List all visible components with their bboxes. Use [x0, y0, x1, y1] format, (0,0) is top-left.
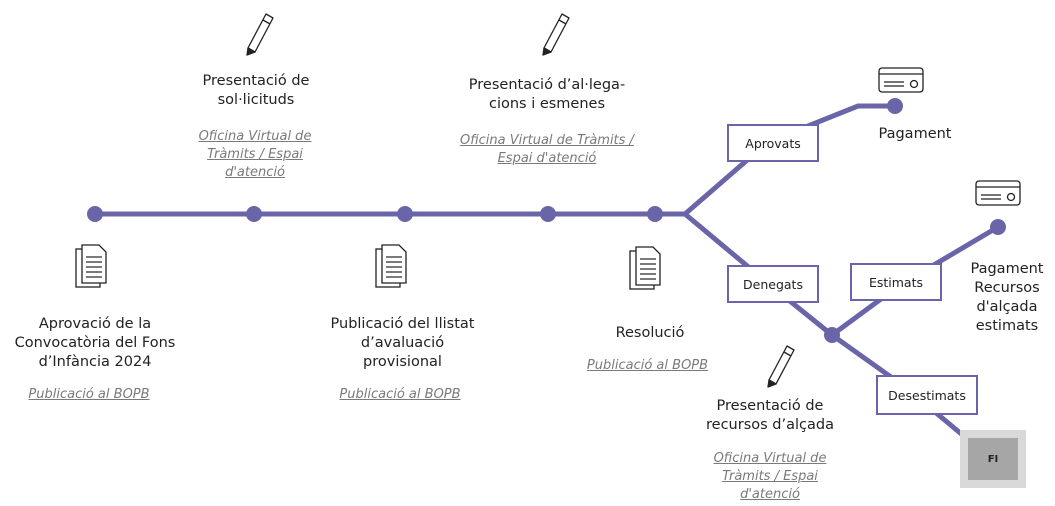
- step-allegacions-link[interactable]: Oficina Virtual de Tràmits / Espai d'ate…: [460, 133, 634, 166]
- node-publicacio: [397, 206, 413, 222]
- step-allegacions-title: Presentació d’al·lega-cions i esmenes: [468, 77, 626, 112]
- pencil-icon: [246, 13, 274, 56]
- document-icon: [75, 244, 107, 288]
- document-icon: [375, 244, 407, 288]
- node-pagament: [887, 98, 903, 114]
- branch-estimats-box: Estimats: [850, 263, 942, 301]
- branch-denegats-box: Denegats: [727, 265, 819, 303]
- step-resolucio-title: Resolució: [615, 325, 685, 341]
- branch-aprovats-box: Aprovats: [727, 124, 819, 162]
- step-recursos-link[interactable]: Oficina Virtual de Tràmits / Espai d'ate…: [713, 451, 827, 502]
- step-presentacio-link[interactable]: Oficina Virtual de Tràmits / Espai d'ate…: [198, 129, 312, 180]
- document-icon: [629, 246, 661, 290]
- step-recursos-title: Presentació de recursos d’alçada: [706, 398, 834, 433]
- step-aprovacio-link[interactable]: Publicació al BOPB: [28, 387, 150, 402]
- step-pagament-recursos-title: Pagament Recursos d'alçada estimats: [970, 261, 1044, 334]
- step-resolucio-link[interactable]: Publicació al BOPB: [586, 358, 709, 373]
- pencil-icon: [542, 13, 570, 56]
- step-aprovacio-title: Aprovació de la Convocatòria del Fons d’…: [14, 316, 176, 370]
- node-pagament-recursos: [990, 219, 1006, 235]
- pencil-icon: [767, 345, 795, 388]
- step-publicacio-title: Publicació del llistat d’avaluació provi…: [330, 316, 475, 370]
- node-presentacio: [246, 206, 262, 222]
- branch-desestimats-box: Desestimats: [876, 375, 978, 415]
- credit-card-icon: [878, 67, 924, 93]
- end-box-label: FI: [968, 438, 1018, 480]
- node-resolucio: [647, 206, 663, 222]
- step-pagament-title: Pagament: [878, 126, 952, 142]
- node-allegacions: [540, 206, 556, 222]
- node-aprovacio: [87, 206, 103, 222]
- step-presentacio-title: Presentació de sol·licituds: [202, 73, 310, 108]
- step-publicacio-link[interactable]: Publicació al BOPB: [339, 387, 461, 402]
- node-split-recursos: [824, 327, 840, 343]
- credit-card-icon: [975, 180, 1021, 206]
